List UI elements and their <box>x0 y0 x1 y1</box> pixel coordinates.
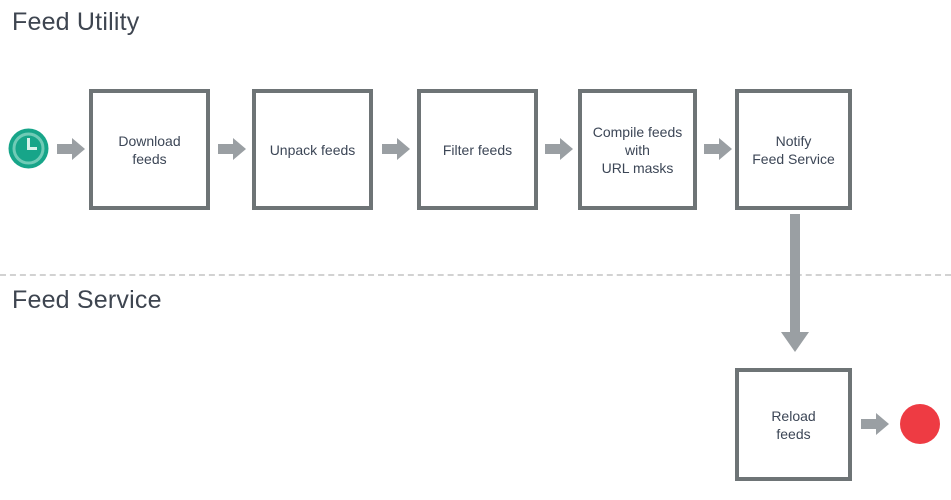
arrow-right-icon <box>704 138 732 160</box>
connector-arrow-right <box>382 138 410 160</box>
clock-icon <box>8 128 49 169</box>
end-node-icon <box>900 404 940 444</box>
start-node <box>8 128 49 169</box>
process-box-unpack-feeds[interactable]: Unpack feeds <box>252 89 373 210</box>
process-label: Notify Feed Service <box>752 132 835 167</box>
lane-divider <box>0 274 951 276</box>
lane-title-feed-utility: Feed Utility <box>12 8 140 36</box>
process-box-notify-feed-service[interactable]: Notify Feed Service <box>735 89 852 210</box>
connector-arrow-right <box>545 138 573 160</box>
process-label: Reload feeds <box>771 407 816 442</box>
arrow-right-icon <box>382 138 410 160</box>
connector-arrow-right <box>218 138 246 160</box>
connector-arrow-right <box>861 413 889 435</box>
arrow-right-icon <box>57 138 85 160</box>
connector-arrow-down <box>780 214 810 352</box>
process-box-reload-feeds[interactable]: Reload feeds <box>735 368 852 481</box>
process-label: Filter feeds <box>442 141 513 158</box>
arrow-right-icon <box>545 138 573 160</box>
lane-title-feed-service: Feed Service <box>12 286 162 314</box>
process-label: Unpack feeds <box>269 141 356 158</box>
arrow-right-icon <box>218 138 246 160</box>
process-box-compile-feeds[interactable]: Compile feeds with URL masks <box>578 89 697 210</box>
process-box-filter-feeds[interactable]: Filter feeds <box>417 89 538 210</box>
arrow-right-icon <box>861 413 889 435</box>
arrow-down-icon <box>781 214 809 352</box>
process-label: Compile feeds with URL masks <box>592 123 683 176</box>
connector-arrow-right <box>704 138 732 160</box>
connector-arrow-right <box>57 138 85 160</box>
process-box-download-feeds[interactable]: Download feeds <box>89 89 210 210</box>
process-label: Download feeds <box>118 132 181 167</box>
